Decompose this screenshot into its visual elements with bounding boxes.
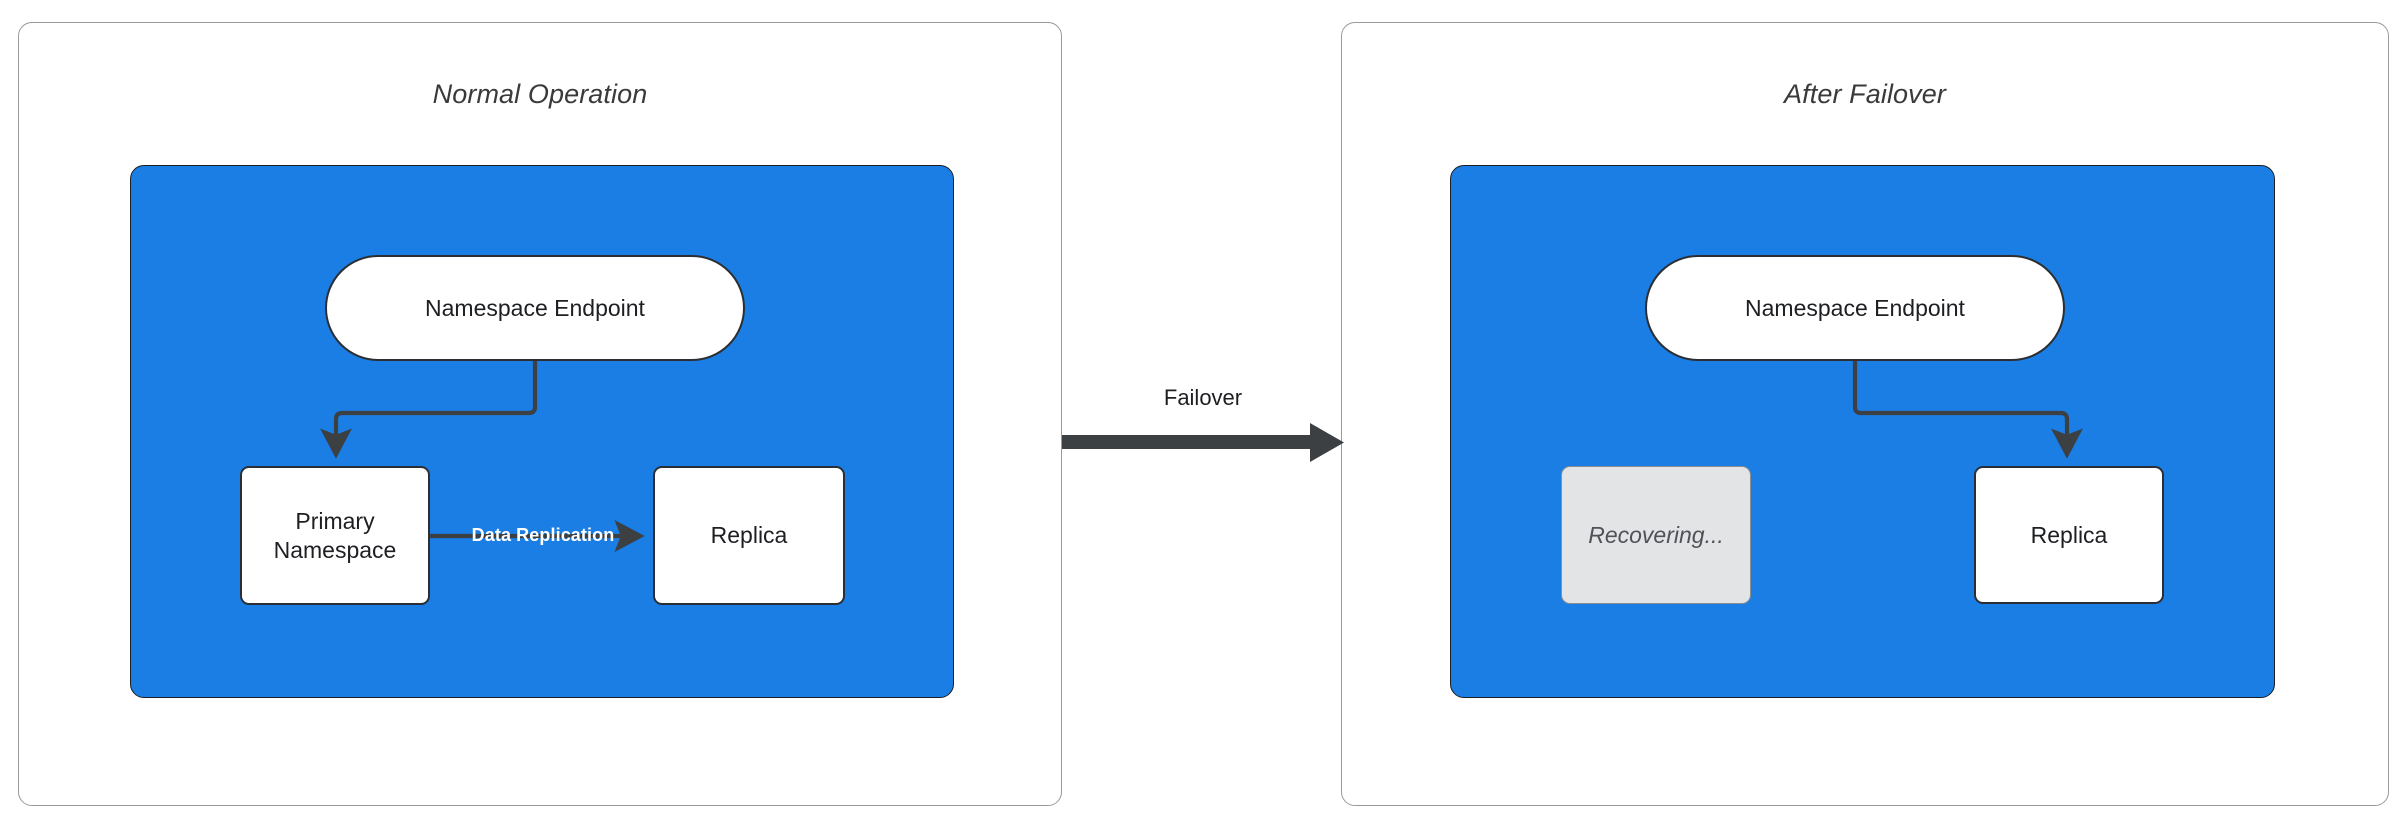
panel-title-normal-operation: Normal Operation [432,79,648,109]
node-namespace-endpoint-failover[interactable]: Namespace Endpoint [1645,255,2065,361]
node-primary-namespace[interactable]: Primary Namespace [240,466,430,605]
node-replica-failover[interactable]: Replica [1974,466,2164,604]
node-recovering[interactable]: Recovering... [1561,466,1751,604]
node-replica-normal[interactable]: Replica [653,466,845,605]
region-namespace-normal [130,165,954,698]
node-namespace-endpoint-normal[interactable]: Namespace Endpoint [325,255,745,361]
edge-label-data-replication: Data Replication [471,525,615,545]
node-primary-namespace-line1: Primary [295,507,375,534]
node-primary-namespace-label: Primary Namespace [274,507,397,565]
failover-label: Failover [1163,385,1243,410]
region-namespace-failover [1450,165,2275,698]
node-primary-namespace-line2: Namespace [273,536,397,563]
panel-title-after-failover: After Failover [1784,79,1946,109]
failover-arrow-icon [1062,423,1344,462]
failover-transition: Failover [1062,385,1344,465]
